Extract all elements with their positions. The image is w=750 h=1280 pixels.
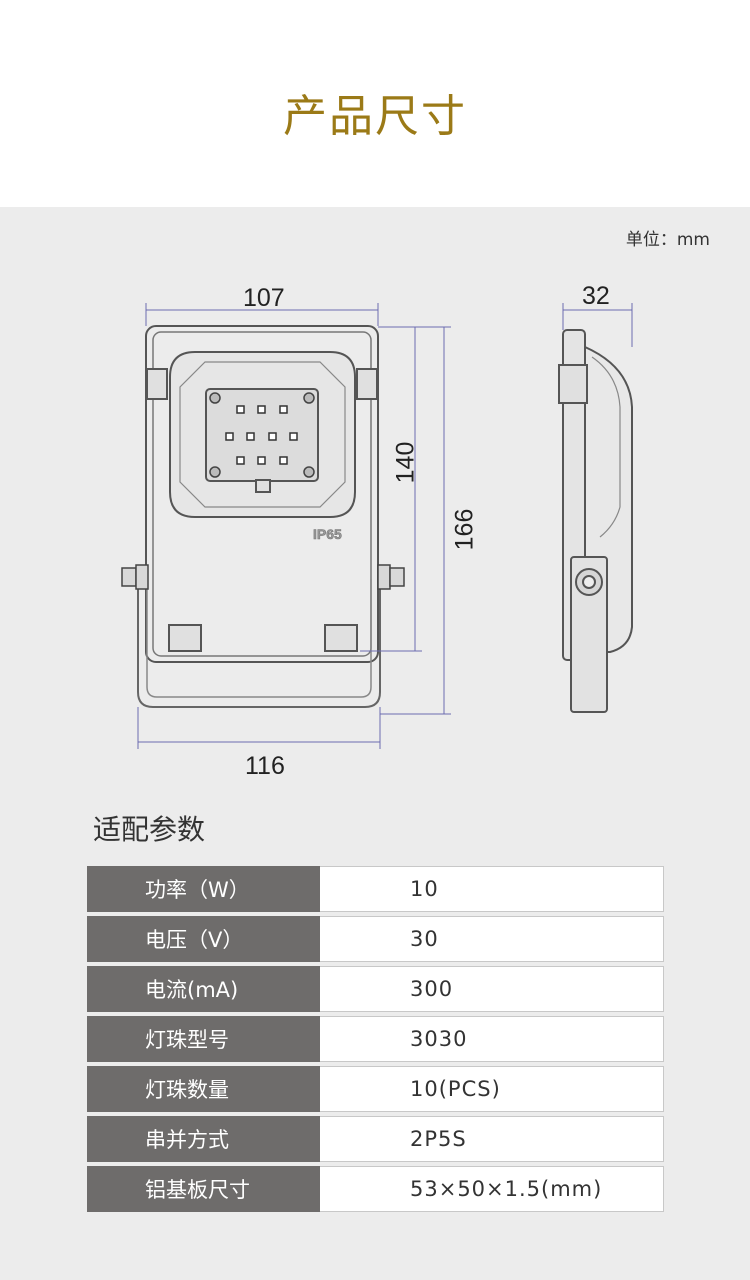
table-row: 灯珠型号 3030 bbox=[87, 1016, 664, 1062]
board-screw-icons bbox=[209, 392, 315, 478]
table-row: 电压（V） 30 bbox=[87, 916, 664, 962]
front-frame bbox=[152, 331, 372, 657]
param-value: 3030 bbox=[320, 1016, 664, 1062]
param-value: 10 bbox=[320, 866, 664, 912]
params-section-title: 适配参数 bbox=[93, 813, 206, 846]
param-key: 灯珠数量 bbox=[87, 1066, 320, 1112]
table-row: 电流(mA) 300 bbox=[87, 966, 664, 1012]
params-table: 功率（W） 10 电压（V） 30 电流(mA) 300 灯珠型号 3030 灯… bbox=[87, 862, 664, 1216]
clip-bottom-right bbox=[324, 624, 358, 652]
board-clip bbox=[255, 479, 271, 493]
optical-bevel bbox=[179, 361, 346, 508]
page-title: 产品尺寸 bbox=[283, 91, 467, 142]
side-tab bbox=[558, 364, 588, 404]
param-value: 2P5S bbox=[320, 1116, 664, 1162]
param-value: 53×50×1.5(mm) bbox=[320, 1166, 664, 1212]
dimension-lines bbox=[137, 303, 633, 749]
param-key: 灯珠型号 bbox=[87, 1016, 320, 1062]
side-bracket bbox=[570, 556, 608, 713]
clip-bottom-left bbox=[168, 624, 202, 652]
tab-top-right bbox=[356, 368, 378, 400]
param-value: 300 bbox=[320, 966, 664, 1012]
dim-height-inner: 140 bbox=[391, 441, 420, 484]
dim-depth: 32 bbox=[582, 282, 610, 310]
led-board bbox=[205, 388, 319, 482]
param-key: 电流(mA) bbox=[87, 966, 320, 1012]
bracket-bolt-icons bbox=[121, 564, 405, 590]
param-key: 铝基板尺寸 bbox=[87, 1166, 320, 1212]
dim-width-top: 107 bbox=[243, 284, 285, 312]
led-chips bbox=[225, 405, 298, 465]
dim-height-total: 166 bbox=[450, 508, 479, 551]
table-row: 功率（W） 10 bbox=[87, 866, 664, 912]
unit-label: 单位：mm bbox=[625, 230, 710, 250]
front-housing bbox=[145, 325, 379, 663]
ip-rating-badge: IP65 bbox=[313, 526, 342, 542]
table-row: 铝基板尺寸 53×50×1.5(mm) bbox=[87, 1166, 664, 1212]
table-row: 串并方式 2P5S bbox=[87, 1116, 664, 1162]
param-key: 串并方式 bbox=[87, 1116, 320, 1162]
dim-width-bottom: 116 bbox=[245, 752, 285, 780]
param-key: 功率（W） bbox=[87, 866, 320, 912]
param-value: 10(PCS) bbox=[320, 1066, 664, 1112]
param-value: 30 bbox=[320, 916, 664, 962]
param-key: 电压（V） bbox=[87, 916, 320, 962]
table-row: 灯珠数量 10(PCS) bbox=[87, 1066, 664, 1112]
mount-bracket bbox=[137, 579, 381, 708]
product-dimension-drawing: IP65 bbox=[121, 303, 633, 749]
header-band: 产品尺寸 bbox=[0, 0, 750, 207]
tab-top-left bbox=[146, 368, 168, 400]
